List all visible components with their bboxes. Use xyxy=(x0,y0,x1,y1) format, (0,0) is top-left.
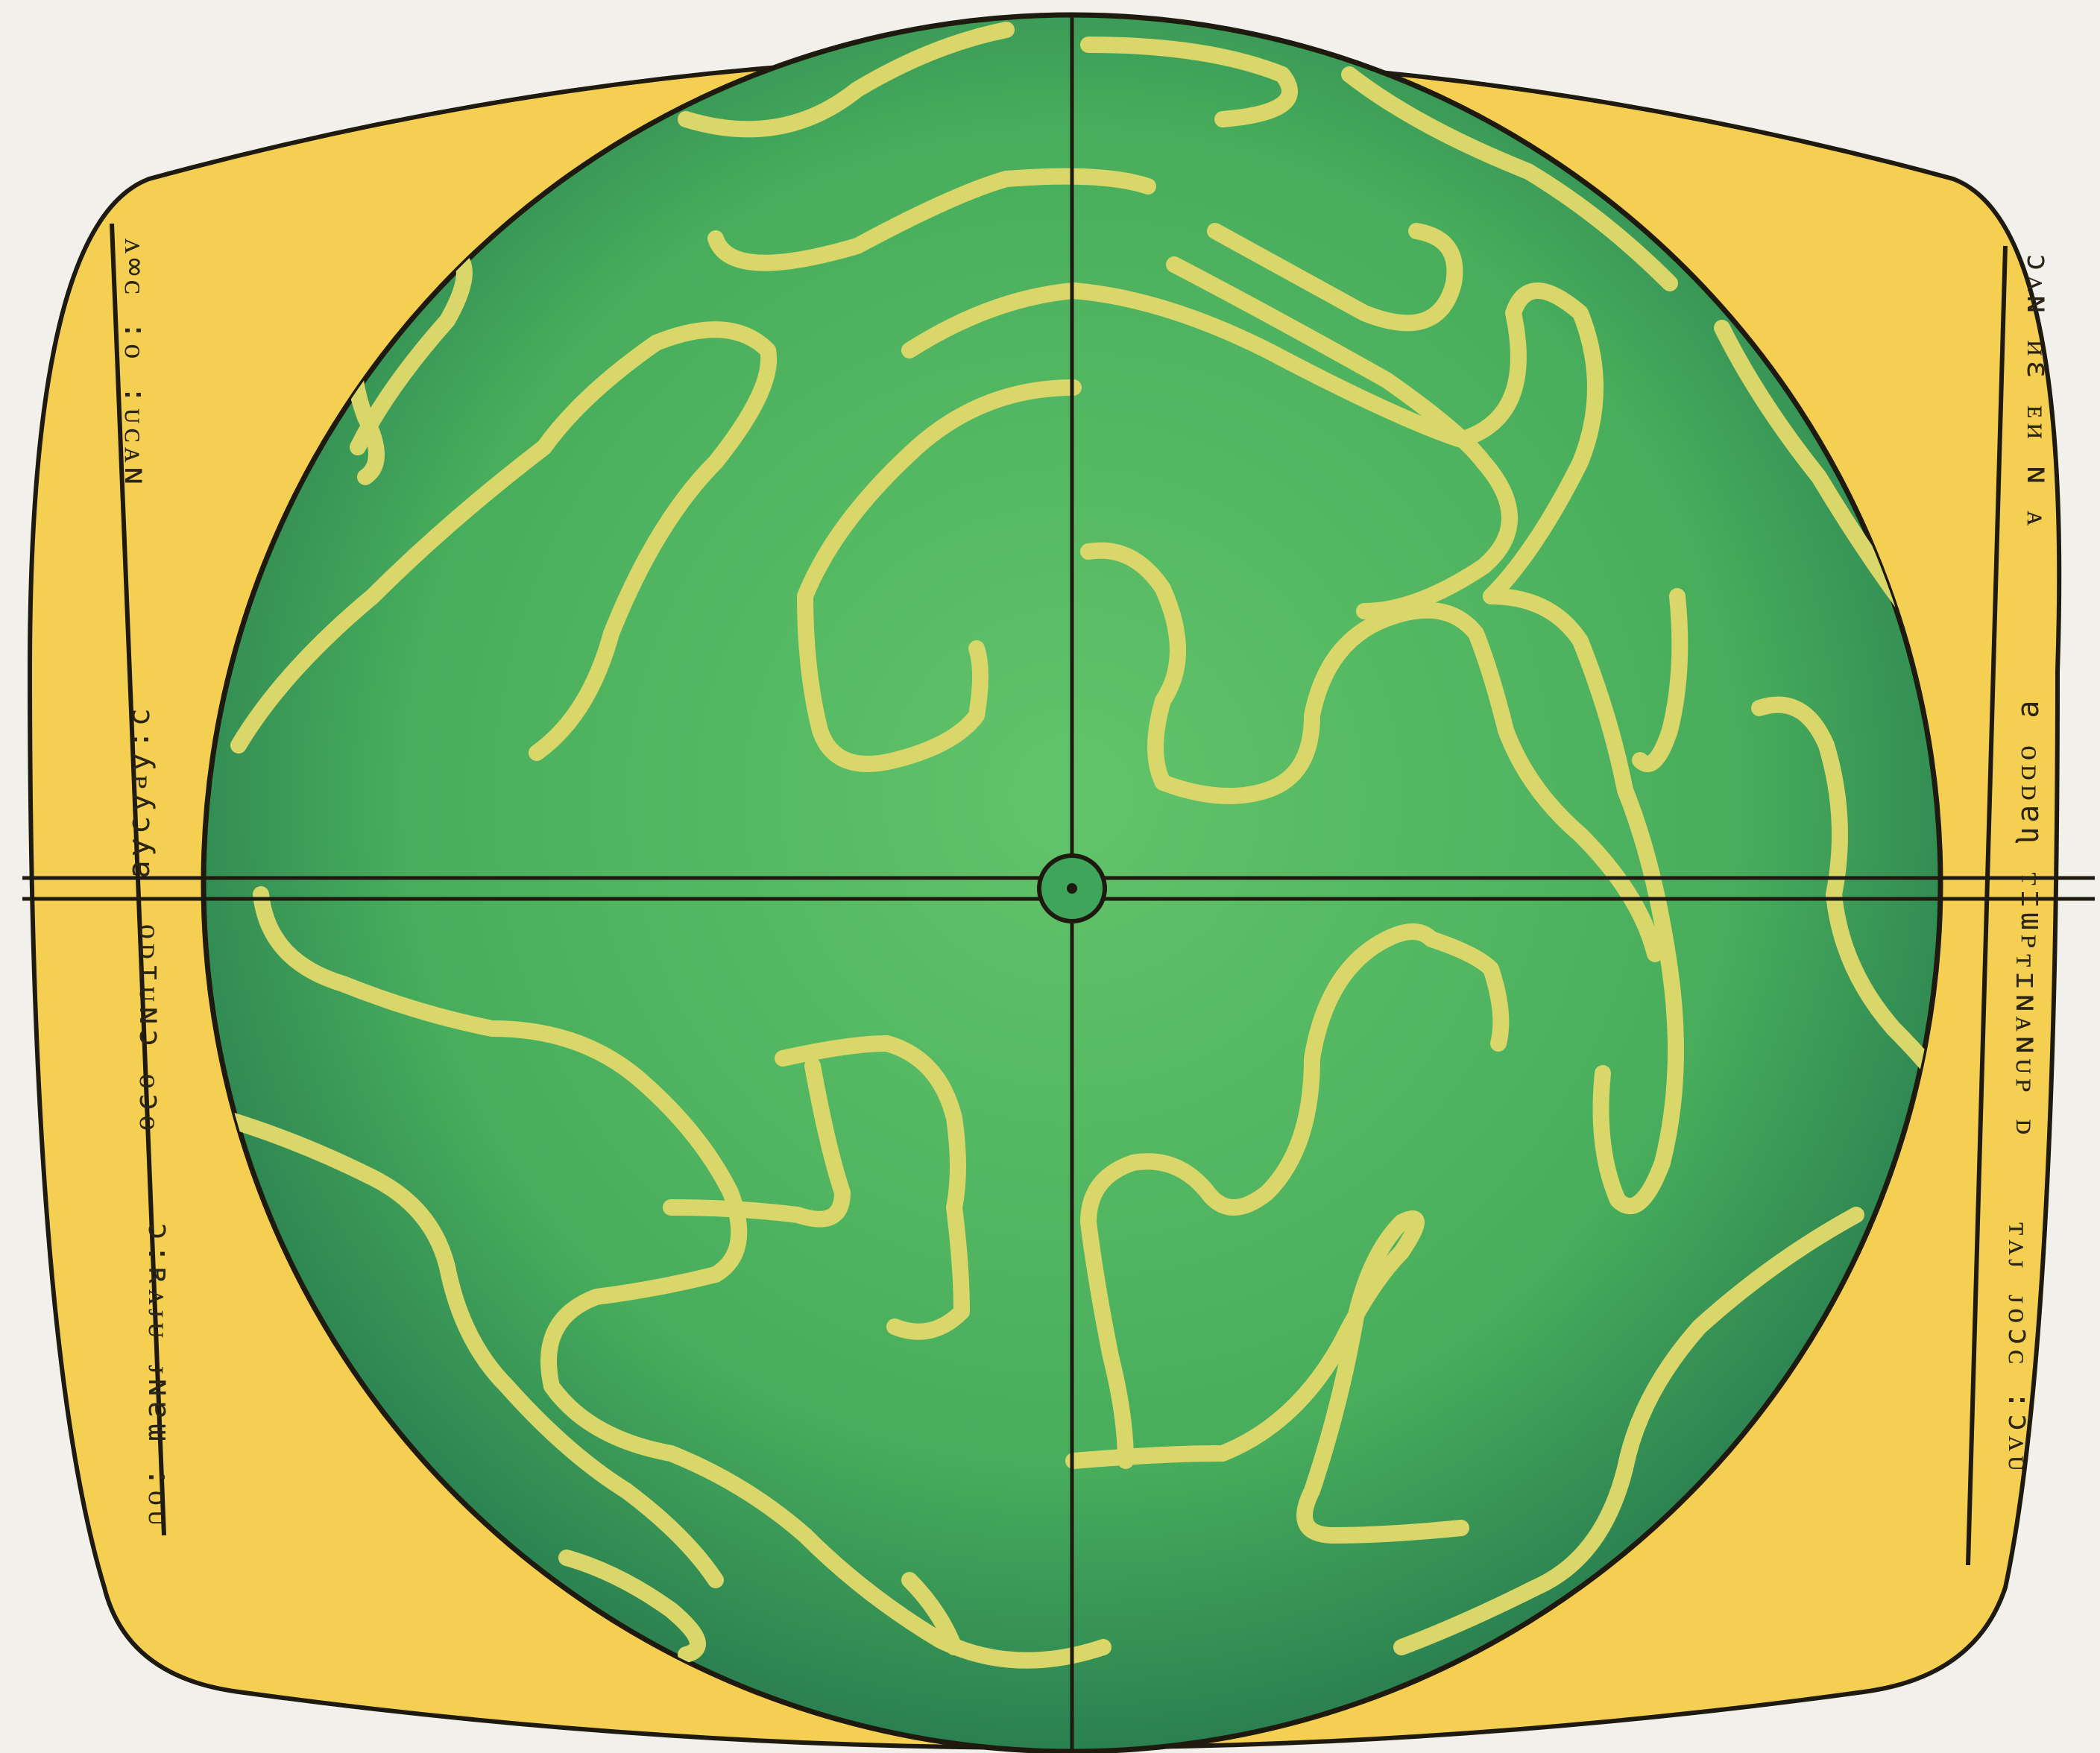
right-label-lower: ᴛɪɴᴀɴᴜᴘ ᴅ xyxy=(2009,954,2043,1140)
right-label-mid: ɐ ᴏᴅᴅɐɳ ᴛɪɯᴘ xyxy=(2014,701,2049,953)
right-label-bottom: ᴛᴧᴊ ᴊᴏɔᴄ :ɔᴧᴜ xyxy=(2002,1222,2036,1476)
left-label-lower: ᴏᴅɪᴜɴɔ ᴏɔᴏ xyxy=(133,924,167,1135)
left-label-top: ᴧ∞ᴄ :ᴏ :ᴜᴄᴀɴ xyxy=(118,239,152,489)
center-reticle-dot xyxy=(1067,883,1077,894)
right-label-top: ɔᴧɴ ᴎɛ ᴇᴎ ɴ ᴀ xyxy=(2020,253,2055,530)
left-label-bottom: ɔ:ʀᴧᴊᴜ ᴊɴɐɯ :ᴏᴜ xyxy=(142,1222,176,1530)
left-label-mid: ɔ:ʎᴘʎɔʎɐ xyxy=(125,708,160,883)
